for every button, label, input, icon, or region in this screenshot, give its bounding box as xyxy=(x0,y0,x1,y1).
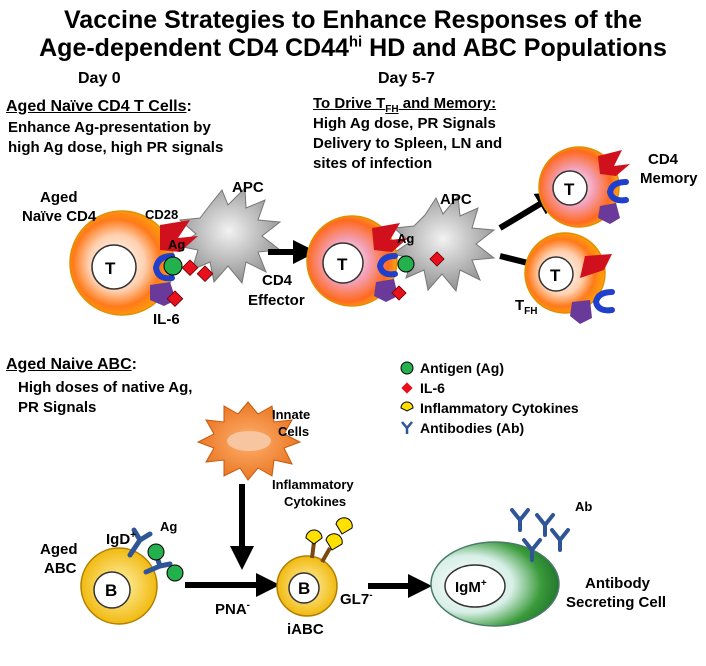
effector-coreceptor-icon xyxy=(374,279,398,302)
green-circle-icon xyxy=(400,361,414,375)
tcell-section-heading: Aged Naïve CD4 T Cells: xyxy=(6,98,192,115)
legend-item-antigen: Antigen (Ag) xyxy=(400,360,504,376)
abc-section-text-1: High doses of native Ag, xyxy=(18,379,193,396)
inflammatory-cytokines-label-1: Inflammatory xyxy=(272,477,354,492)
ag-label-1: Ag xyxy=(168,237,186,252)
drive-section-text-1: High Ag dose, PR Signals xyxy=(313,115,496,132)
abc-section-heading: Aged Naive ABC: xyxy=(6,356,137,373)
t-label-effector: T xyxy=(337,255,348,274)
effector-il6-icon xyxy=(391,251,445,301)
ag-label-2: Ag xyxy=(397,231,415,246)
igd-label: IgD+ xyxy=(106,530,137,548)
day-5-7-label: Day 5-7 xyxy=(378,70,435,87)
tcell-section-text-1: Enhance Ag-presentation by xyxy=(8,119,211,136)
legend-item-antibodies: Antibodies (Ab) xyxy=(400,420,524,436)
naive-t-cell xyxy=(69,210,175,316)
drive-section-heading: To Drive TFH and Memory: xyxy=(313,95,497,115)
effector-antigen-icon xyxy=(397,255,415,273)
aged-abc-label-2: ABC xyxy=(44,560,77,577)
drive-section-text-3: sites of infection xyxy=(313,155,433,172)
aged-naive-cd4-label-2: Naïve CD4 xyxy=(22,208,97,225)
apc-label-1: APC xyxy=(232,179,264,196)
aged-abc-label-1: Aged xyxy=(40,541,78,558)
innate-cells-label-1: Innate xyxy=(272,407,311,422)
aged-naive-cd4-label-1: Aged xyxy=(40,189,78,206)
inflammatory-cytokines-label-2: Cytokines xyxy=(284,494,347,509)
cd4-memory-label-2: Memory xyxy=(640,170,698,187)
antigen-icon xyxy=(163,256,183,276)
b-label-aged: B xyxy=(105,581,118,600)
memory-t-cell xyxy=(538,146,630,228)
drive-section-text-2: Delivery to Spleen, LN and xyxy=(313,135,503,152)
legend-item-il6: IL-6 xyxy=(400,380,445,396)
red-diamond-icon xyxy=(401,382,413,394)
il6-icon xyxy=(166,259,214,308)
igm-label: IgM+ xyxy=(455,578,487,596)
asc-label-1: Antibody xyxy=(585,575,650,592)
innate-cell xyxy=(196,401,302,481)
antibody-icon xyxy=(401,421,413,434)
apc-label-2: APC xyxy=(440,191,472,208)
b-label-iabc: B xyxy=(298,579,311,598)
title-line-1: Vaccine Strategies to Enhance Responses … xyxy=(64,6,642,34)
cd4-effector-label-1: CD4 xyxy=(262,272,293,289)
abc-section-text-2: PR Signals xyxy=(18,399,97,416)
t-label-tfh: T xyxy=(550,266,561,285)
ab-label: Ab xyxy=(575,499,593,514)
secreted-antibodies-icon xyxy=(510,508,570,562)
innate-cells-label-2: Cells xyxy=(278,424,310,439)
asc-label-2: Secreting Cell xyxy=(566,594,667,611)
aged-b-cell xyxy=(80,527,184,625)
title-line-2: Age-dependent CD4 CD44hi HD and ABC Popu… xyxy=(39,33,667,62)
tfh-cell xyxy=(524,232,615,324)
effector-tcr-icon xyxy=(376,253,398,278)
legend-item-cytokines: Inflammatory Cytokines xyxy=(400,400,579,416)
tfh-label: TFH xyxy=(515,297,538,317)
iabc-label: iABC xyxy=(287,621,324,638)
cd4-memory-label-1: CD4 xyxy=(648,151,679,168)
pna-label: PNA- xyxy=(215,600,251,618)
day-0-label: Day 0 xyxy=(78,70,121,87)
tcr-receptor-icon xyxy=(152,253,175,282)
ag-label-b: Ag xyxy=(160,519,178,534)
gl7-label: GL7- xyxy=(340,590,373,608)
iabc-cell xyxy=(276,517,353,617)
t-label-naive: T xyxy=(105,259,116,278)
tcell-section-text-2: high Ag dose, high PR signals xyxy=(8,139,224,156)
il6-label: IL-6 xyxy=(153,311,180,328)
effector-cd28-icon xyxy=(372,223,408,252)
cd28-receptor-icon xyxy=(160,220,198,252)
cd28-label: CD28 xyxy=(145,207,179,222)
cd4-effector-label-2: Effector xyxy=(248,292,305,309)
antibody-secreting-cell xyxy=(430,541,560,627)
t-label-memory: T xyxy=(564,180,575,199)
yellow-crescent-icon xyxy=(400,401,414,412)
